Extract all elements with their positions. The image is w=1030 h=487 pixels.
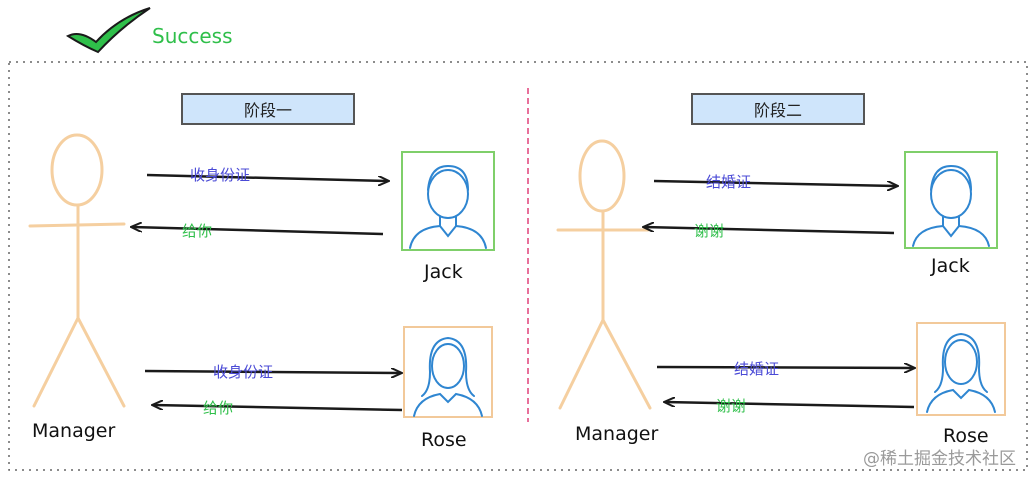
phase2-title: 阶段二 — [691, 93, 865, 125]
arrow-response-rose-phase2 — [665, 402, 915, 409]
rose-frame-phase1 — [403, 326, 493, 418]
arrow-request-rose-phase2 — [656, 367, 914, 368]
rose-label-phase1: Rose — [421, 429, 467, 451]
success-status: Success — [152, 24, 233, 48]
manager-figure-phase1 — [28, 133, 126, 408]
check-icon — [65, 7, 151, 54]
msg-response-rose-phase1: 给你 — [203, 399, 234, 417]
msg-request-rose-phase2: 结婚证 — [734, 360, 780, 378]
phase1-title: 阶段一 — [181, 93, 355, 125]
jack-avatar-icon-phase2 — [912, 164, 990, 247]
arrow-request-jack-phase1 — [146, 173, 388, 181]
jack-label-phase2: Jack — [931, 255, 970, 277]
arrow-response-jack-phase2 — [644, 227, 895, 235]
rose-frame-phase2 — [916, 322, 1006, 416]
manager-label-phase2: Manager — [575, 423, 659, 445]
msg-response-rose-phase2: 谢谢 — [716, 397, 747, 415]
arrow-response-rose-phase1 — [153, 405, 403, 412]
watermark: @稀土掘金技术社区 — [863, 449, 1016, 469]
arrow-response-jack-phase1 — [132, 227, 384, 236]
arrow-request-rose-phase1 — [144, 371, 401, 373]
jack-avatar-icon-phase1 — [409, 164, 487, 249]
jack-frame-phase2 — [904, 151, 998, 249]
rose-avatar-icon-phase1 — [413, 336, 483, 417]
jack-label-phase1: Jack — [424, 261, 463, 283]
arrow-request-jack-phase2 — [653, 179, 897, 186]
manager-figure-phase2 — [556, 139, 652, 410]
msg-request-jack-phase1: 收身份证 — [190, 166, 251, 184]
msg-response-jack-phase2: 谢谢 — [694, 222, 725, 240]
msg-response-jack-phase1: 给你 — [182, 222, 213, 240]
manager-label-phase1: Manager — [32, 420, 116, 442]
msg-request-jack-phase2: 结婚证 — [706, 173, 752, 191]
rose-avatar-icon-phase2 — [926, 332, 996, 413]
msg-request-rose-phase1: 收身份证 — [213, 363, 274, 381]
rose-label-phase2: Rose — [943, 425, 989, 447]
dotted-container — [8, 61, 1028, 471]
